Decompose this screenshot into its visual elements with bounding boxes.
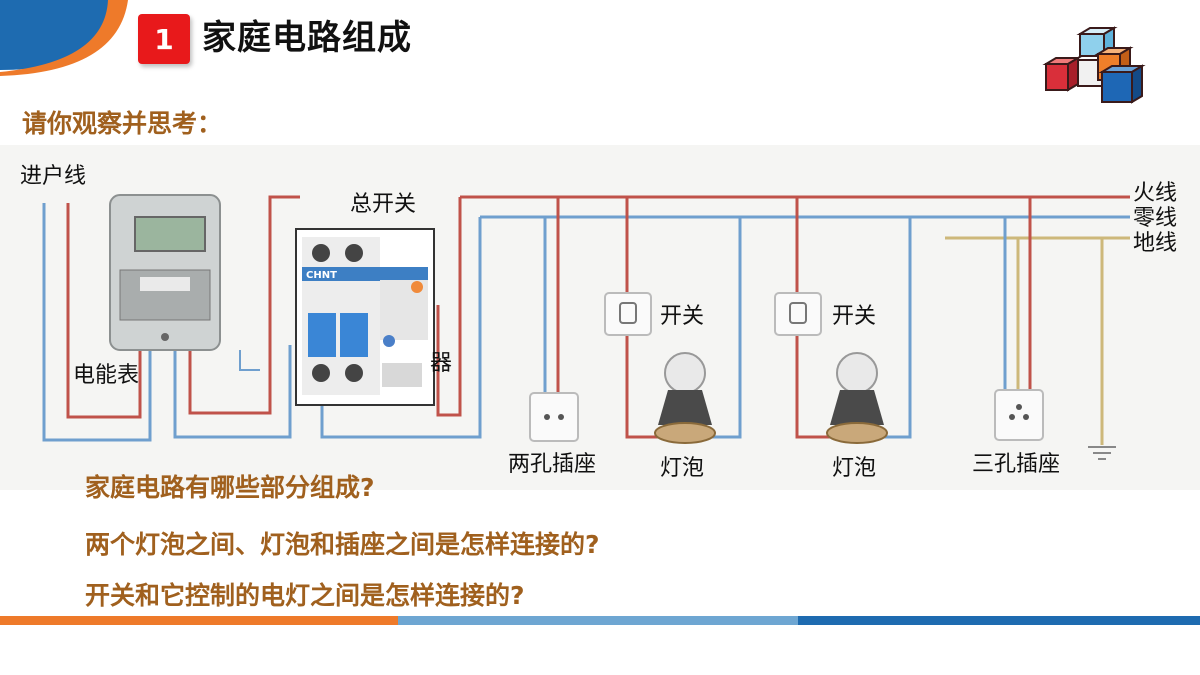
label-meter: 电能表 bbox=[73, 363, 139, 388]
label-incoming-line: 进户线 bbox=[20, 164, 86, 189]
label-live-wire: 火线 bbox=[1133, 181, 1177, 206]
main-breaker: CHNT bbox=[295, 228, 435, 406]
section-number-badge: 1 bbox=[138, 14, 190, 64]
label-neutral-wire: 零线 bbox=[1133, 206, 1177, 231]
label-bulb-1: 灯泡 bbox=[660, 456, 704, 481]
cubes-icon bbox=[1042, 26, 1146, 104]
label-bulb-2: 灯泡 bbox=[832, 456, 876, 481]
footer-bar-light-blue bbox=[398, 616, 798, 625]
label-ground-wire: 地线 bbox=[1133, 231, 1177, 256]
breaker-brand: CHNT bbox=[306, 270, 337, 281]
footer-bar-blue bbox=[798, 616, 1200, 625]
corner-decoration bbox=[0, 0, 128, 76]
label-main-switch: 总开关 bbox=[350, 192, 416, 217]
label-two-hole-socket: 两孔插座 bbox=[508, 452, 596, 477]
label-switch-2: 开关 bbox=[832, 304, 876, 329]
label-switch-1: 开关 bbox=[660, 304, 704, 329]
question-1: 家庭电路有哪些部分组成? bbox=[85, 473, 375, 502]
label-three-hole-socket: 三孔插座 bbox=[972, 452, 1060, 477]
circuit-diagram: CHNT 进户线 总开关 电能表 器 火线 零线 地线 开关 开关 灯泡 灯泡 … bbox=[0, 145, 1200, 490]
footer-bar-orange bbox=[0, 616, 398, 625]
question-2: 两个灯泡之间、灯泡和插座之间是怎样连接的? bbox=[85, 530, 600, 559]
page-title: 家庭电路组成 bbox=[202, 18, 412, 58]
electricity-meter bbox=[109, 194, 221, 351]
question-3: 开关和它控制的电灯之间是怎样连接的? bbox=[85, 581, 525, 610]
label-partial: 器 bbox=[430, 351, 452, 376]
subtitle: 请你观察并思考： bbox=[22, 109, 223, 138]
